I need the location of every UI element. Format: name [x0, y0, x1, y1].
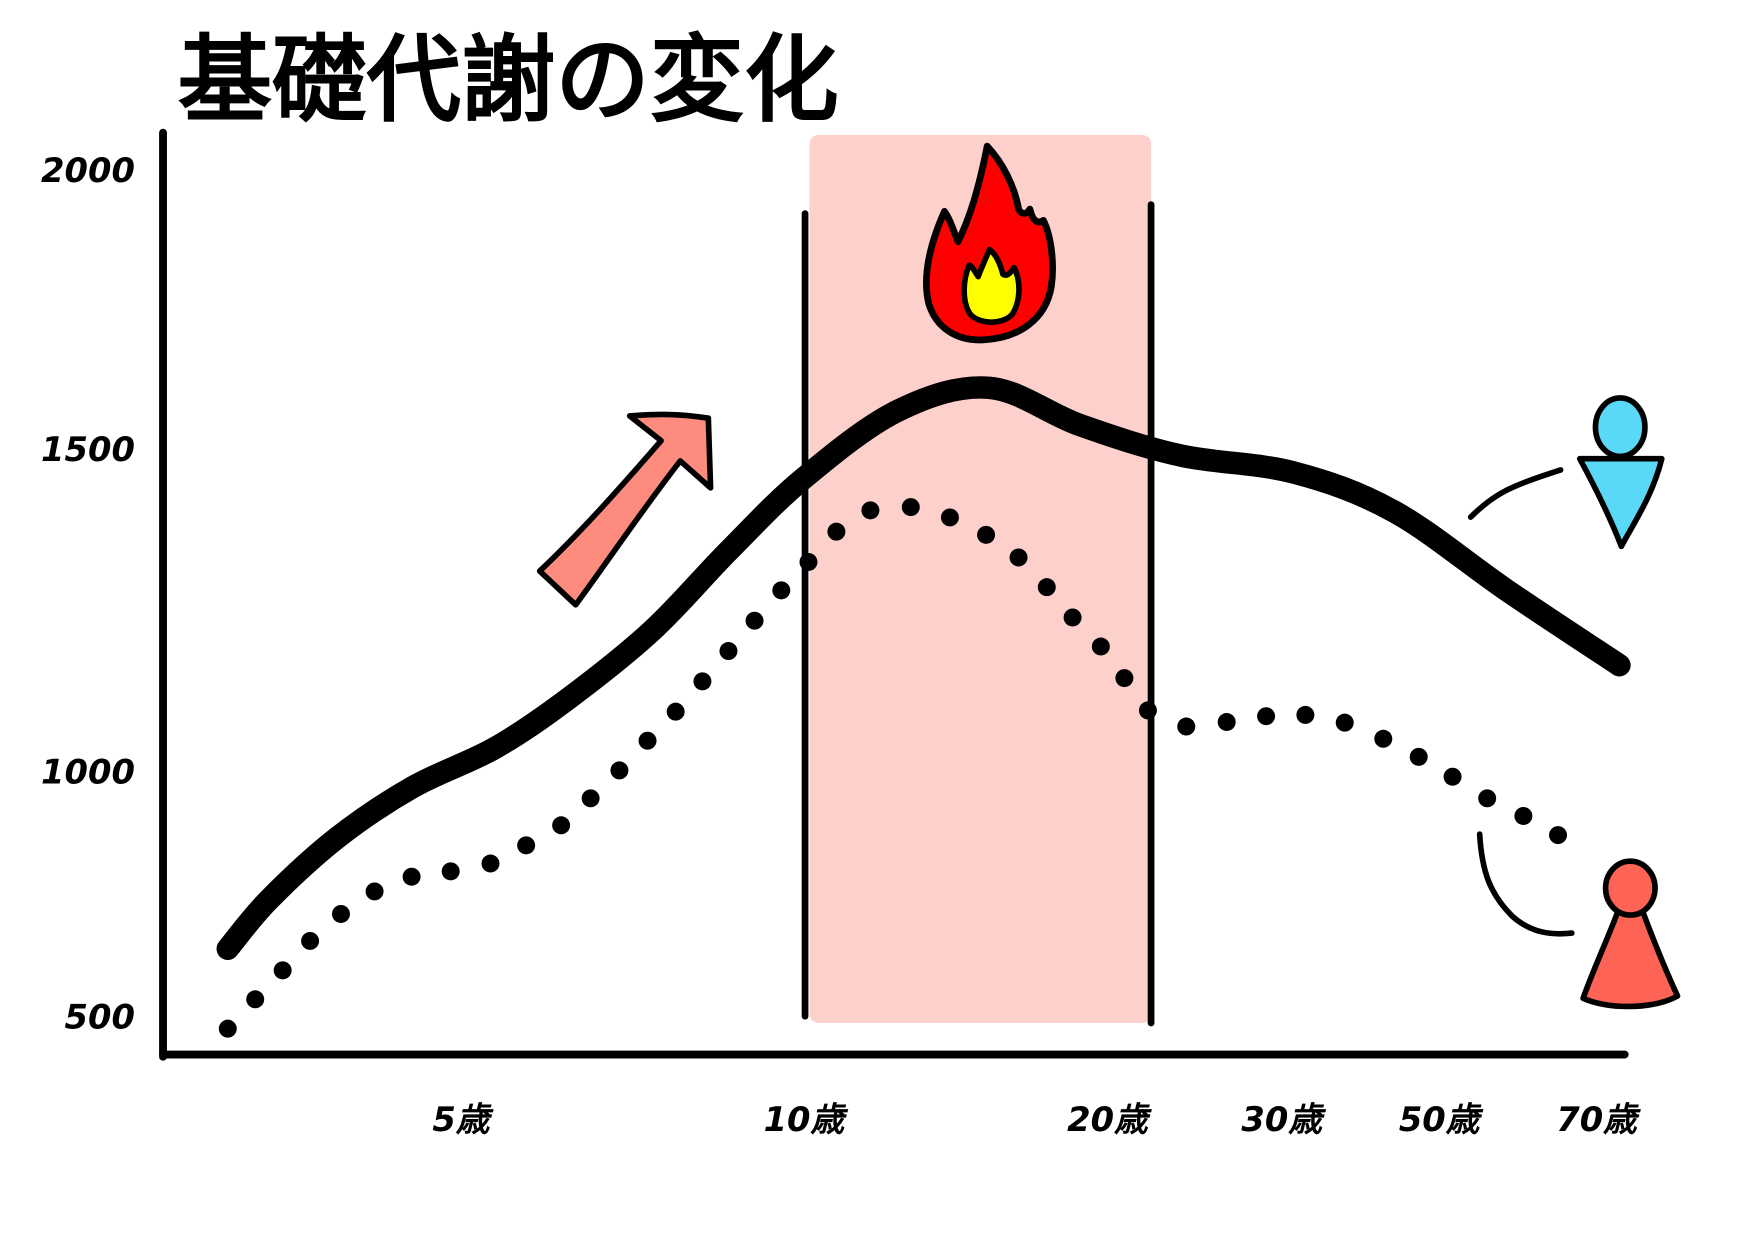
series-dot	[1296, 705, 1315, 724]
series-dot	[977, 525, 996, 544]
y-tick-label: 500	[65, 998, 135, 1037]
series-dot	[218, 1019, 237, 1038]
series-dot	[273, 961, 292, 980]
series-dot	[666, 702, 685, 721]
y-tick-label: 1500	[41, 430, 135, 469]
series-dot	[827, 522, 846, 541]
series-dot	[1478, 789, 1497, 808]
series-dot	[1091, 637, 1110, 656]
connector-female	[1476, 831, 1575, 937]
series-dot	[693, 672, 712, 691]
x-tick-label: 5歳	[432, 1100, 493, 1139]
series-dot	[301, 931, 320, 950]
series-dot	[365, 882, 384, 901]
x-tick-label: 10歳	[764, 1100, 849, 1139]
series-dot	[861, 501, 880, 520]
series-dot	[799, 552, 818, 571]
male-figure-icon	[1576, 455, 1665, 550]
arrow-up-right-icon	[536, 411, 714, 608]
connector-male	[1467, 467, 1564, 520]
series-dot	[745, 611, 764, 630]
male-figure-head	[1592, 395, 1648, 460]
series-dot	[481, 854, 500, 873]
chart-title: 基礎代謝の変化	[178, 25, 839, 135]
series-dot	[1409, 747, 1428, 766]
series-dot	[1257, 707, 1276, 726]
series-dot	[1217, 713, 1236, 731]
series-dot	[610, 761, 629, 780]
series-line-solid	[216, 376, 1631, 961]
series-dot	[552, 816, 571, 835]
female-figure-icon	[1580, 905, 1681, 1010]
series-dot	[1374, 729, 1393, 748]
series-dot	[581, 789, 600, 808]
x-tick-label: 50歳	[1399, 1100, 1484, 1139]
series-dot	[1549, 826, 1568, 845]
series-dot	[638, 731, 657, 750]
series-dot	[1138, 701, 1157, 720]
x-tick-label: 30歳	[1241, 1100, 1326, 1139]
flame-inner	[961, 246, 1022, 325]
series-dot	[441, 862, 460, 881]
series-dot	[1514, 806, 1533, 825]
series-dot	[1335, 713, 1354, 732]
x-tick-label: 70歳	[1556, 1100, 1641, 1139]
series-dot	[940, 508, 959, 527]
y-tick-label: 1000	[41, 753, 135, 792]
series-dot	[331, 904, 350, 923]
series-dot	[772, 581, 791, 600]
series-dot	[1115, 669, 1134, 688]
series-dot	[517, 836, 536, 855]
y-tick-label: 2000	[41, 151, 135, 190]
female-figure-head	[1602, 858, 1658, 918]
series-dot	[719, 642, 738, 661]
series-dot	[1037, 578, 1056, 597]
series-dot	[1009, 548, 1028, 567]
series-dot	[901, 498, 920, 517]
series-dot	[1443, 767, 1462, 786]
series-dot	[1177, 717, 1196, 736]
x-tick-label: 20歳	[1067, 1100, 1152, 1139]
series-dot	[1063, 608, 1082, 627]
series-dot	[402, 867, 421, 886]
highlight-band	[809, 134, 1152, 1024]
series-dot	[246, 990, 265, 1009]
